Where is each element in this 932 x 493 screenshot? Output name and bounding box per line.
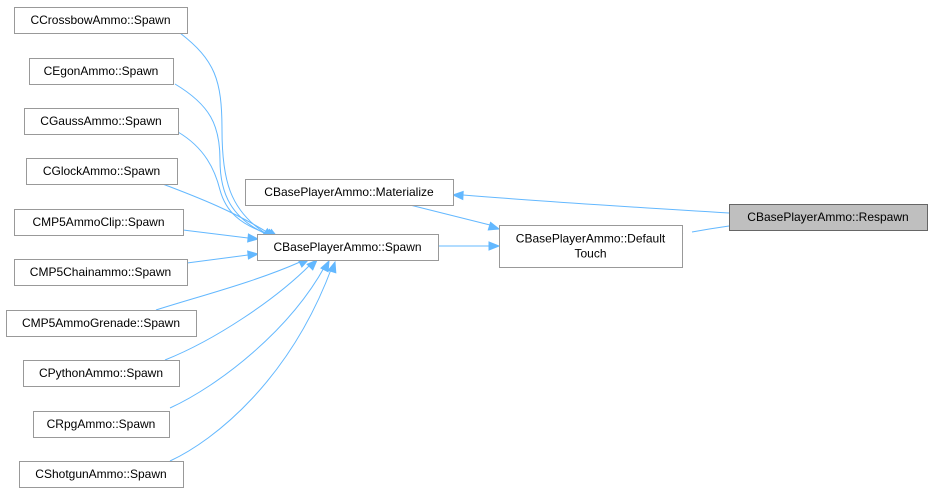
node-spawn[interactable]: CBasePlayerAmmo::Spawn bbox=[257, 234, 439, 261]
node-label: CGaussAmmo::Spawn bbox=[40, 114, 161, 128]
edge-spawn-to-defaulttouch bbox=[438, 241, 501, 251]
node-box bbox=[6, 310, 197, 337]
edge-line bbox=[177, 131, 269, 235]
edge-line bbox=[691, 225, 730, 233]
node-mp5chain[interactable]: CMP5Chainammo::Spawn bbox=[14, 259, 188, 286]
node-respawn: CBasePlayerAmmo::Respawn bbox=[729, 204, 928, 231]
node-box bbox=[245, 179, 454, 206]
arrowhead bbox=[327, 260, 337, 274]
edge-rpg-to-spawn bbox=[169, 259, 330, 409]
node-box bbox=[26, 158, 178, 185]
edge-line bbox=[179, 32, 266, 234]
node-label: CMP5AmmoGrenade::Spawn bbox=[22, 316, 180, 330]
node-box bbox=[257, 234, 439, 261]
node-label: Touch bbox=[574, 247, 606, 261]
arrowhead bbox=[247, 250, 260, 260]
edge-line bbox=[409, 204, 491, 226]
node-label: CBasePlayerAmmo::Default bbox=[516, 232, 666, 246]
edge-crossbow-to-spawn bbox=[179, 32, 275, 239]
node-label: CMP5AmmoClip::Spawn bbox=[32, 215, 164, 229]
arrowhead bbox=[487, 221, 501, 231]
node-box bbox=[14, 209, 184, 236]
node-box bbox=[19, 461, 184, 488]
arrowhead bbox=[488, 241, 501, 251]
node-box bbox=[29, 58, 174, 85]
node-label: CBasePlayerAmmo::Spawn bbox=[273, 240, 421, 254]
edge-line bbox=[169, 266, 333, 462]
node-box bbox=[14, 259, 188, 286]
node-box bbox=[14, 7, 188, 34]
node-box bbox=[24, 108, 179, 135]
node-gauss[interactable]: CGaussAmmo::Spawn bbox=[24, 108, 179, 135]
edge-egon-to-spawn bbox=[174, 83, 276, 239]
edge-mp5chain-to-spawn bbox=[186, 250, 260, 264]
edge-line bbox=[182, 229, 249, 239]
edge-line bbox=[174, 83, 267, 235]
node-box bbox=[33, 411, 170, 438]
node-label: CShotgunAmmo::Spawn bbox=[35, 467, 166, 481]
node-mp5clip[interactable]: CMP5AmmoClip::Spawn bbox=[14, 209, 184, 236]
node-label: CGlockAmmo::Spawn bbox=[43, 164, 160, 178]
node-label: CBasePlayerAmmo::Materialize bbox=[264, 185, 434, 199]
node-glock[interactable]: CGlockAmmo::Spawn bbox=[26, 158, 178, 185]
node-crossbow[interactable]: CCrossbowAmmo::Spawn bbox=[14, 7, 188, 34]
edge-line bbox=[169, 265, 326, 409]
arrowhead bbox=[247, 233, 260, 243]
edge-line bbox=[186, 254, 249, 264]
node-rpg[interactable]: CRpgAmmo::Spawn bbox=[33, 411, 170, 438]
node-label: CRpgAmmo::Spawn bbox=[47, 417, 156, 431]
node-shotgun[interactable]: CShotgunAmmo::Spawn bbox=[19, 461, 184, 488]
edge-mp5clip-to-spawn bbox=[182, 229, 260, 243]
edge-line bbox=[462, 194, 730, 214]
edge-respawn-to-materialize bbox=[451, 190, 730, 214]
node-box bbox=[729, 204, 928, 231]
arrowhead bbox=[306, 259, 318, 271]
edge-shotgun-to-spawn bbox=[169, 260, 337, 462]
arrowhead bbox=[451, 190, 464, 201]
edge-materialize-to-defaulttouch bbox=[409, 204, 501, 231]
node-label: CCrossbowAmmo::Spawn bbox=[30, 13, 170, 27]
node-python[interactable]: CPythonAmmo::Spawn bbox=[23, 360, 180, 387]
node-mp5grenade[interactable]: CMP5AmmoGrenade::Spawn bbox=[6, 310, 197, 337]
node-box bbox=[23, 360, 180, 387]
nodes-layer: CCrossbowAmmo::SpawnCEgonAmmo::SpawnCGau… bbox=[6, 7, 928, 488]
node-label: CMP5Chainammo::Spawn bbox=[30, 265, 171, 279]
node-materialize[interactable]: CBasePlayerAmmo::Materialize bbox=[245, 179, 454, 206]
edge-line bbox=[164, 264, 311, 361]
edge-python-to-spawn bbox=[164, 259, 318, 361]
node-egon[interactable]: CEgonAmmo::Spawn bbox=[29, 58, 174, 85]
edge-line bbox=[159, 182, 271, 235]
node-label: CBasePlayerAmmo::Respawn bbox=[747, 210, 908, 224]
edge-line bbox=[155, 261, 301, 311]
arrowhead bbox=[320, 259, 330, 273]
node-label: CPythonAmmo::Spawn bbox=[39, 366, 163, 380]
node-box bbox=[499, 225, 683, 268]
node-label: CEgonAmmo::Spawn bbox=[44, 64, 159, 78]
